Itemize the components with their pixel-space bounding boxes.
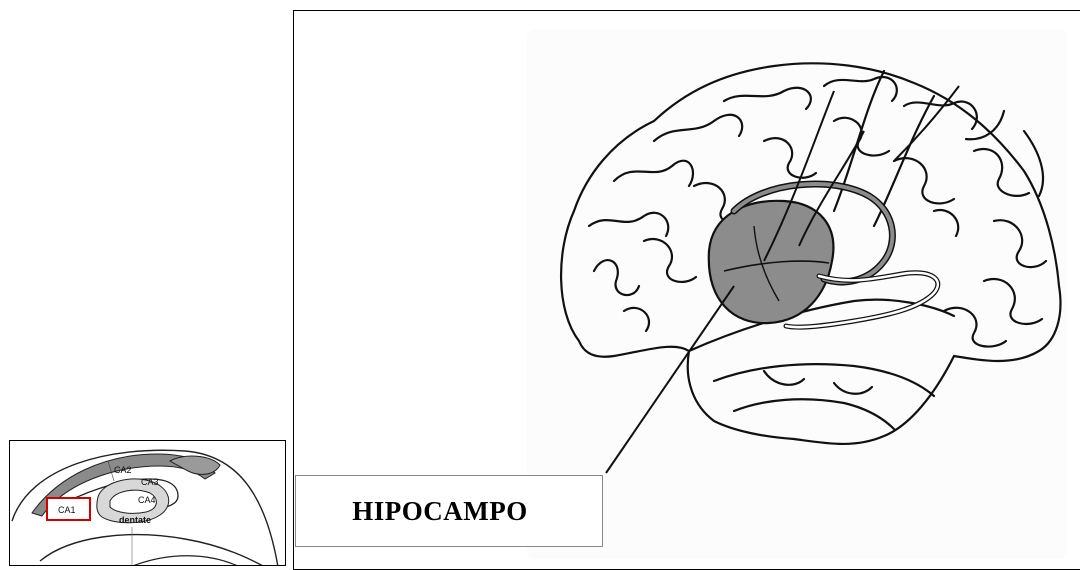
temporal-gyrus xyxy=(834,383,872,394)
hipocampo-label-box: HIPOCAMPO xyxy=(295,475,603,547)
gyrus-line xyxy=(594,260,639,295)
temporal-gyrus xyxy=(734,399,894,429)
gyrus-line xyxy=(724,88,811,109)
ca3-label: CA3 xyxy=(141,477,159,487)
gyrus-line xyxy=(994,220,1046,267)
hipocampo-leader-line xyxy=(606,286,734,473)
gyrus-line xyxy=(974,149,1029,196)
dentate-label: dentate xyxy=(119,515,151,525)
gyrus-line xyxy=(589,213,668,236)
gyrus-line xyxy=(944,308,1006,347)
gyrus-line xyxy=(614,161,693,186)
ca4-label: CA4 xyxy=(138,495,156,505)
hippocampus-subfield-diagram: CA2 CA3 CA4 dentate CA1 xyxy=(10,441,286,566)
lower-inner-curve xyxy=(130,556,240,566)
gyrus-line xyxy=(904,102,977,129)
hippocampus-subfield-inset: CA2 CA3 CA4 dentate CA1 xyxy=(9,440,286,566)
lower-boundary xyxy=(40,535,265,566)
hippocampus-structure xyxy=(709,184,938,327)
ca2-label: CA2 xyxy=(114,465,132,475)
ca1-label: CA1 xyxy=(58,505,76,515)
brain-diagram-panel: HIPOCAMPO xyxy=(293,10,1080,570)
gyrus-line xyxy=(894,158,954,203)
overlay-line xyxy=(894,86,959,161)
temporal-gyrus xyxy=(764,371,804,385)
hipocampo-label: HIPOCAMPO xyxy=(352,496,545,527)
fimbria xyxy=(170,456,220,474)
gyrus-line xyxy=(984,279,1042,324)
gyrus-line xyxy=(624,308,649,331)
gyrus-line xyxy=(644,239,696,282)
gyrus-line xyxy=(824,77,897,101)
gyrus-line xyxy=(654,115,742,141)
gyrus-line xyxy=(934,210,958,236)
temporal-gyrus xyxy=(714,364,934,396)
